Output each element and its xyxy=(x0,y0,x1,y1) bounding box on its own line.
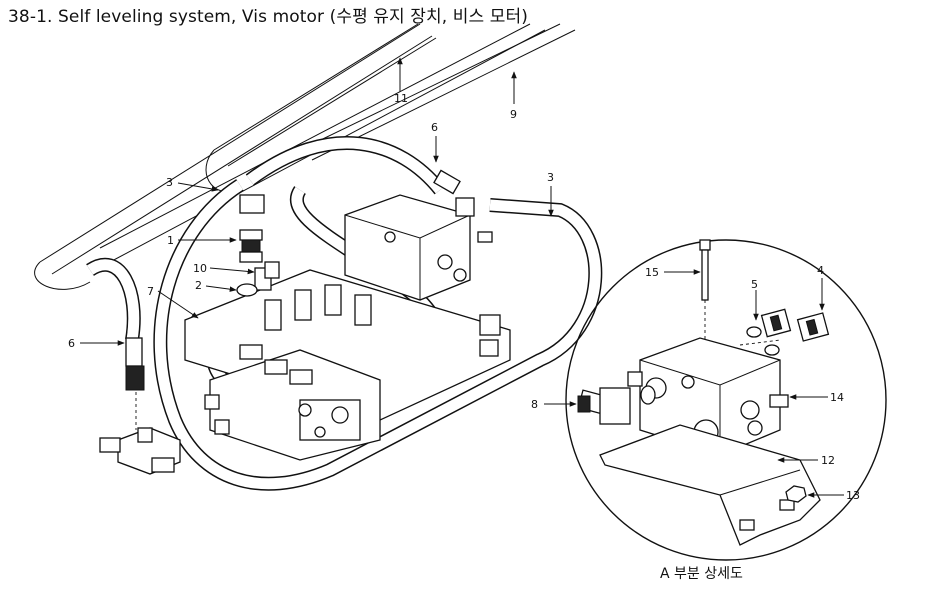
callout-9: 9 xyxy=(510,108,517,121)
callout-4: 4 xyxy=(817,264,824,277)
callout-6-left: 6 xyxy=(68,337,75,350)
detail-bracket xyxy=(599,424,821,546)
fitting-1 xyxy=(239,229,263,263)
callout-14: 14 xyxy=(830,391,844,404)
callout-8: 8 xyxy=(531,398,538,411)
fitting-10 xyxy=(254,261,280,291)
page-title: 38-1. Self leveling system, Vis motor (수… xyxy=(8,7,528,27)
detail-nut xyxy=(785,485,807,503)
valve-block xyxy=(344,194,493,301)
callout-10: 10 xyxy=(193,262,207,275)
detail-circle xyxy=(565,239,887,561)
hose-loop xyxy=(86,136,603,491)
leader-lines xyxy=(80,57,844,498)
callout-12: 12 xyxy=(821,454,835,467)
callout-7: 7 xyxy=(147,285,154,298)
callout-1: 1 xyxy=(167,234,174,247)
fitting-3-top xyxy=(239,194,265,214)
callout-6-top: 6 xyxy=(431,121,438,134)
tee-fitting xyxy=(99,427,181,475)
callout-2: 2 xyxy=(195,279,202,292)
detail-elbow-8a xyxy=(577,385,656,425)
callout-5: 5 xyxy=(751,278,758,291)
detail-caption: A 부분 상세도 xyxy=(660,566,743,582)
detail-fittings-4 xyxy=(739,308,830,356)
callout-3-left: 3 xyxy=(166,176,173,189)
callout-15: 15 xyxy=(645,266,659,279)
callout-11: 11 xyxy=(394,92,408,105)
o-ring-2 xyxy=(236,283,258,297)
control-valve-bank xyxy=(184,269,511,461)
callout-13: 13 xyxy=(846,489,860,502)
fitting-6-left xyxy=(125,337,145,430)
fitting-6-top xyxy=(433,169,475,217)
callout-3-right: 3 xyxy=(547,171,554,184)
detail-bolt xyxy=(699,239,711,340)
